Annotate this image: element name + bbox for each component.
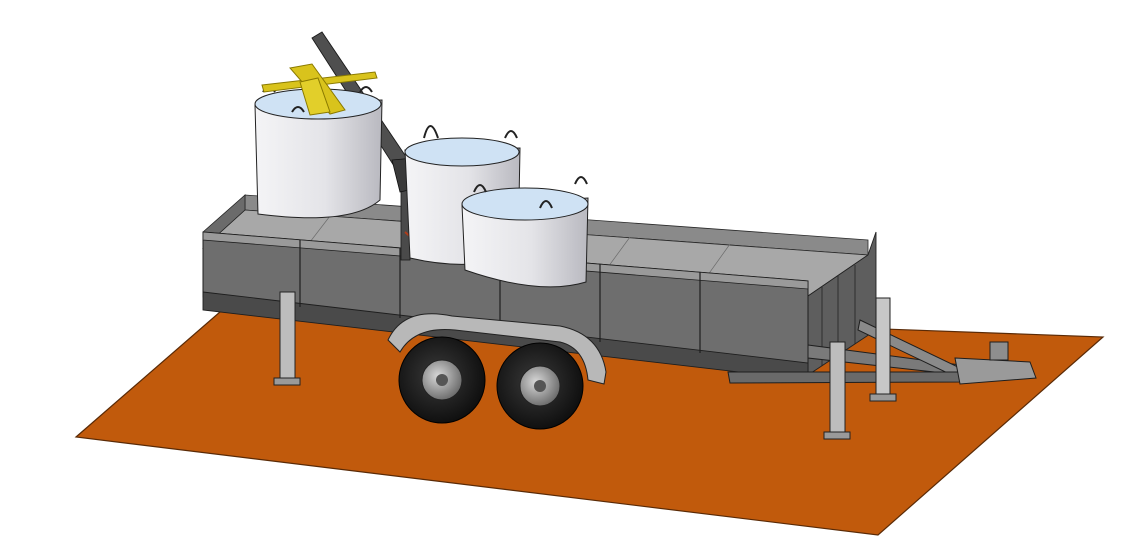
- hitch-coupler: [954, 357, 1037, 385]
- hitch-handle: [989, 341, 1009, 361]
- jack-stand-icon: [823, 341, 851, 440]
- spreader-bar: [261, 63, 378, 116]
- wheel-fender: [387, 313, 607, 385]
- jack-stand-icon: [869, 297, 897, 402]
- wheel-icon: [398, 336, 486, 424]
- wheel-icon: [496, 342, 584, 430]
- jack-stand-icon: [273, 291, 301, 386]
- bulk-bag-icon: [461, 176, 589, 288]
- bulk-bag-icon: [254, 86, 383, 219]
